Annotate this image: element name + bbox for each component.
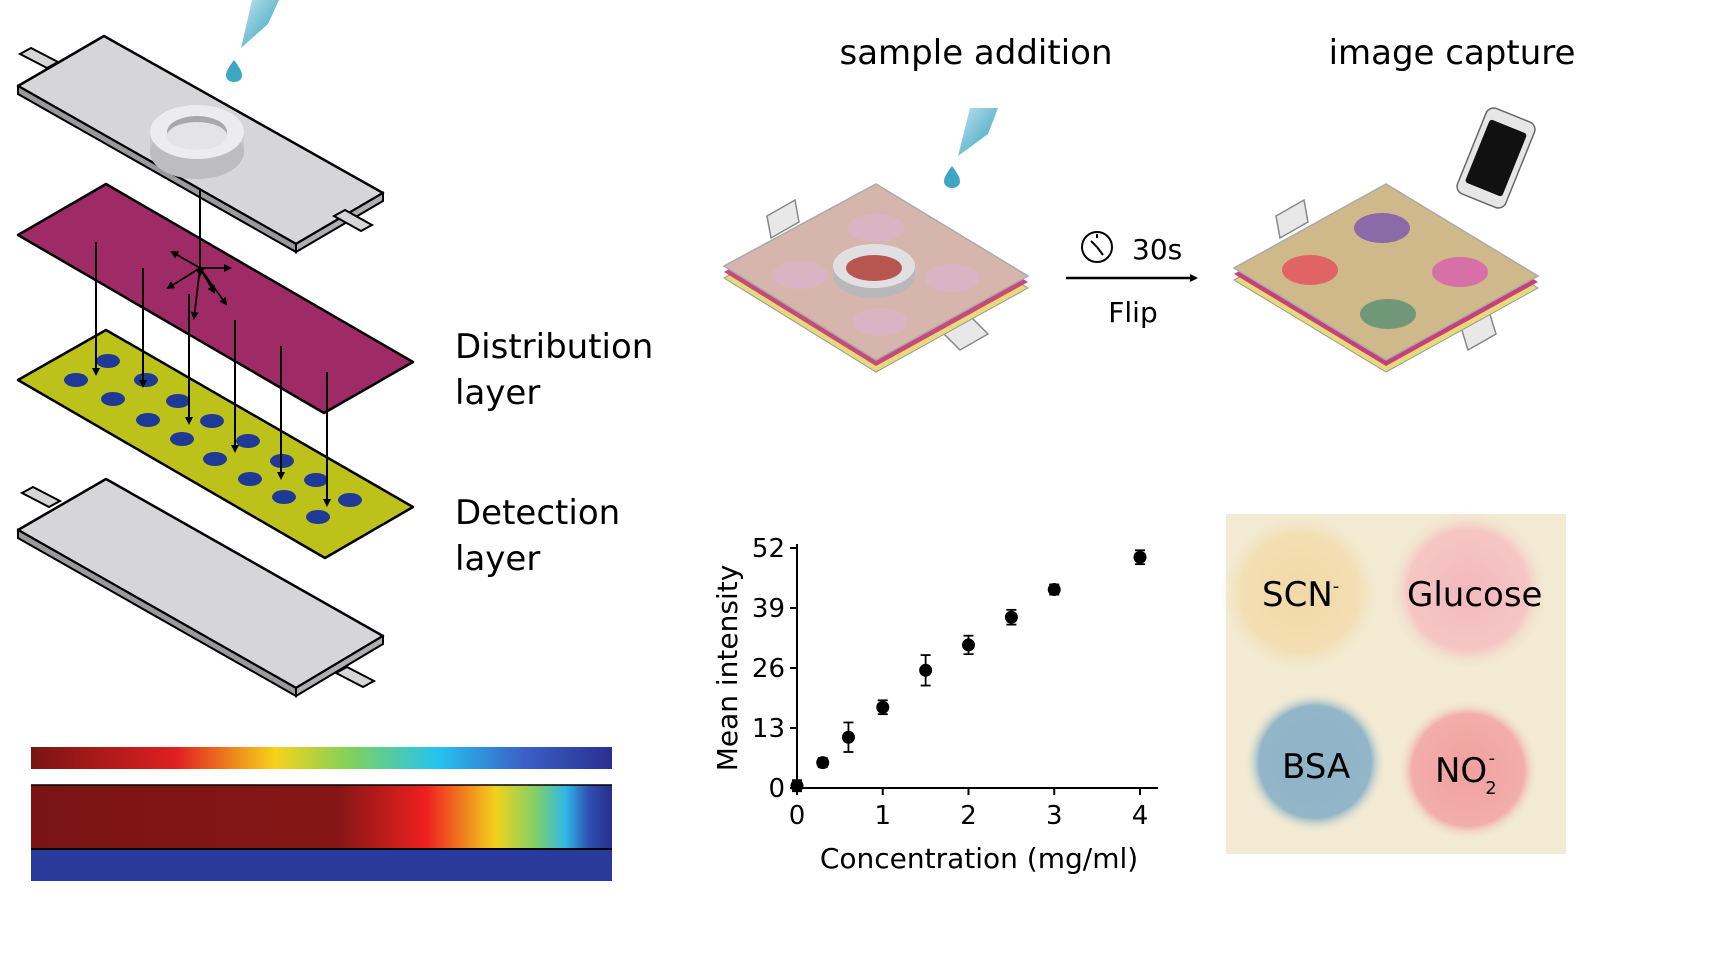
detection-layer-sheet bbox=[16, 328, 415, 560]
data-point bbox=[816, 756, 830, 770]
y-axis-label: Mean intensity bbox=[711, 565, 744, 772]
simulation-upper-layer bbox=[31, 785, 612, 849]
spot-green bbox=[1360, 299, 1416, 329]
image-capture-title: image capture bbox=[1329, 33, 1576, 73]
pipette-drop-icon-2 bbox=[944, 108, 998, 188]
smartphone-icon bbox=[1456, 107, 1536, 209]
y-tick-label: 39 bbox=[752, 594, 785, 624]
data-point bbox=[1004, 610, 1018, 624]
spot-pink bbox=[1432, 257, 1488, 287]
spot-purple bbox=[1354, 213, 1410, 243]
detection-label-line2: layer bbox=[455, 539, 540, 579]
scn-label: SCN- bbox=[1262, 575, 1339, 615]
transfer-arrows bbox=[92, 242, 331, 507]
sample-addition-title: sample addition bbox=[840, 33, 1113, 73]
x-tick-label: 2 bbox=[960, 801, 977, 831]
y-tick-label: 13 bbox=[752, 714, 785, 744]
x-tick-label: 0 bbox=[789, 801, 806, 831]
sample-well-ring bbox=[150, 105, 244, 179]
calibration-chart: 0 13 26 39 52 0 1 2 3 4 bbox=[752, 534, 1158, 831]
device-well-ring bbox=[833, 244, 915, 298]
glucose-label: Glucose bbox=[1407, 575, 1542, 615]
x-tick-label: 4 bbox=[1132, 801, 1149, 831]
exploded-layer-stack bbox=[16, 0, 415, 698]
data-point bbox=[1133, 550, 1147, 564]
y-tick-label: 26 bbox=[752, 654, 785, 684]
result-photo: SCN- Glucose BSA NO2- bbox=[1220, 510, 1566, 854]
top-cover-plate bbox=[16, 34, 385, 254]
detection-label-line1: Detection bbox=[455, 493, 620, 533]
x-axis-label: Concentration (mg/ml) bbox=[820, 842, 1138, 875]
colorbar bbox=[31, 747, 612, 769]
data-point bbox=[841, 730, 855, 744]
y-tick-label: 52 bbox=[752, 534, 785, 564]
device-before-flip bbox=[722, 183, 1030, 373]
chart-points bbox=[790, 549, 1147, 793]
data-point bbox=[919, 663, 933, 677]
no2-label: NO2- bbox=[1435, 748, 1497, 799]
distribution-layer-sheet bbox=[16, 182, 415, 415]
y-tick-label: 0 bbox=[768, 774, 785, 804]
device-after-flip bbox=[1232, 183, 1540, 373]
pipette-drop-icon bbox=[226, 0, 279, 82]
distribution-label-line1: Distribution bbox=[455, 327, 653, 367]
distribution-label-line2: layer bbox=[455, 373, 540, 413]
data-point bbox=[790, 779, 804, 793]
time-label: 30s bbox=[1132, 233, 1182, 266]
timer-icon bbox=[1081, 231, 1113, 263]
flip-label: Flip bbox=[1108, 296, 1157, 329]
x-tick-label: 1 bbox=[874, 801, 891, 831]
chart-axes: 0 13 26 39 52 0 1 2 3 4 bbox=[752, 534, 1158, 831]
bsa-label: BSA bbox=[1282, 747, 1350, 787]
spot-red bbox=[1282, 255, 1338, 285]
detection-spots bbox=[64, 354, 362, 524]
bottom-base-plate bbox=[16, 477, 385, 698]
x-tick-label: 3 bbox=[1046, 801, 1063, 831]
data-point bbox=[1047, 583, 1061, 597]
data-point bbox=[962, 638, 975, 652]
simulation-panel bbox=[31, 747, 612, 881]
data-point bbox=[876, 700, 890, 714]
simulation-lower-layer bbox=[31, 849, 612, 881]
